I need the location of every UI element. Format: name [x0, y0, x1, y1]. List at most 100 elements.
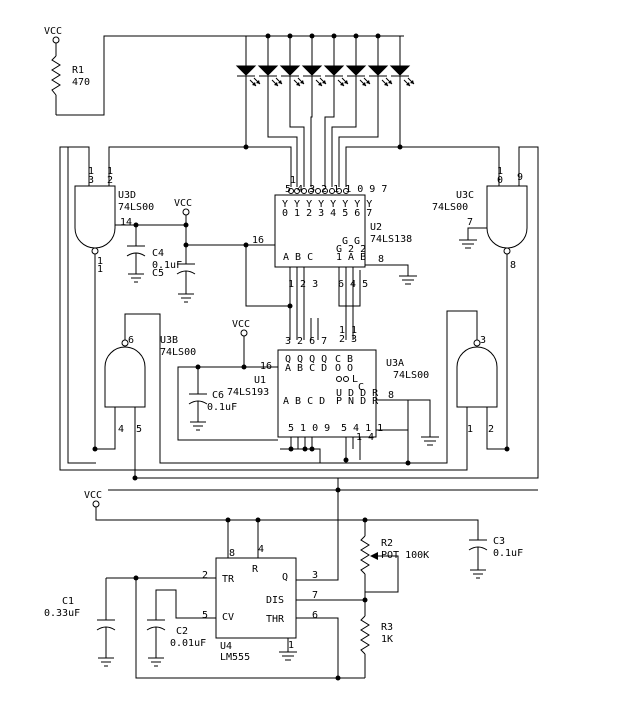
svg-text:1: 1 — [288, 640, 294, 651]
svg-text:2: 2 — [107, 175, 113, 186]
svg-text:7: 7 — [467, 217, 473, 228]
pin-bubble — [336, 376, 342, 382]
svg-text:R2: R2 — [381, 538, 393, 549]
u2-ref: U2 — [370, 222, 382, 233]
led — [279, 36, 305, 87]
svg-text:5 4 1 1: 5 4 1 1 — [341, 423, 383, 434]
u3c-part: 74LS00 — [432, 202, 468, 213]
svg-text:3: 3 — [88, 175, 94, 186]
svg-text:8: 8 — [378, 254, 384, 265]
u4-ref: U4 — [220, 641, 232, 652]
svg-text:8: 8 — [229, 548, 235, 559]
svg-text:1 A B: 1 A B — [336, 252, 366, 263]
svg-text:P N D R: P N D R — [336, 396, 379, 407]
svg-text:U D D R: U D D R — [336, 388, 379, 399]
nand-gate-u3c: 1 0 9 U3C 74LS00 7 8 — [432, 166, 528, 271]
pin-bubble — [308, 188, 314, 194]
svg-text:C5: C5 — [152, 268, 164, 279]
u3d-part: 74LS00 — [118, 202, 154, 213]
led-to-u2-wires — [243, 78, 403, 187]
pin-bubble — [343, 188, 349, 194]
led — [367, 36, 393, 87]
svg-text:2: 2 — [202, 570, 208, 581]
svg-text:O O: O O — [335, 363, 353, 374]
junction-dot — [331, 33, 337, 39]
svg-text:5: 5 — [136, 424, 142, 435]
svg-text:6: 6 — [312, 610, 318, 621]
svg-text:1: 1 — [497, 166, 503, 177]
svg-text:1 1: 1 1 — [339, 325, 357, 336]
led-array — [235, 33, 415, 87]
svg-text:POT 100K: POT 100K — [381, 550, 429, 561]
svg-text:TR: TR — [222, 574, 235, 585]
svg-text:2: 2 — [488, 424, 494, 435]
junction-dot — [287, 33, 293, 39]
resistor-r1: R1 470 — [51, 55, 90, 115]
pin-bubble — [322, 188, 328, 194]
svg-text:5 4 3 2 1 1 0 9 7: 5 4 3 2 1 1 0 9 7 — [285, 184, 387, 195]
u2-outputs: Y Y Y Y Y Y Y Y — [282, 199, 372, 210]
pin-bubble — [315, 188, 321, 194]
vcc-top-left: VCC — [44, 26, 62, 56]
nand-gate-u3d: 1 3 1 2 U3D 74LS00 14 1 1 — [74, 166, 154, 275]
u1-ref: U1 — [254, 375, 266, 386]
svg-text:3: 3 — [480, 335, 486, 346]
svg-text:VCC: VCC — [232, 319, 250, 330]
junction-dot — [375, 33, 381, 39]
u3d-ref: U3D — [118, 190, 136, 201]
svg-text:VCC: VCC — [174, 198, 192, 209]
svg-text:A B C D: A B C D — [283, 396, 325, 407]
u3c-ref: U3C — [456, 190, 474, 201]
vcc-terminal — [52, 36, 60, 44]
u4-part: LM555 — [220, 652, 250, 663]
u2-part: 74LS138 — [370, 234, 412, 245]
svg-text:0.1uF: 0.1uF — [152, 260, 182, 271]
ic-u2-74ls138: 1 5 4 3 2 1 1 0 9 7 Y Y Y Y Y Y Y Y 0 1 … — [252, 175, 412, 290]
svg-text:5 1 0 9: 5 1 0 9 — [288, 423, 330, 434]
pin-bubble — [343, 376, 349, 382]
led — [345, 36, 371, 87]
junction-dot — [353, 33, 359, 39]
svg-text:1: 1 — [467, 424, 473, 435]
svg-text:3 2 6 7: 3 2 6 7 — [285, 336, 327, 347]
svg-text:C B: C B — [335, 354, 353, 365]
r1-value: 470 — [72, 77, 90, 88]
svg-text:Q: Q — [282, 572, 288, 583]
svg-text:1: 1 — [290, 175, 296, 186]
svg-text:4: 4 — [118, 424, 124, 435]
svg-text:4: 4 — [258, 544, 264, 555]
resistor-r3: R3 1K — [360, 600, 393, 678]
potentiometer-r2: R2 POT 100K — [360, 520, 429, 600]
svg-text:DIS: DIS — [266, 595, 284, 606]
capacitor-c1: C1 0.33uF — [44, 578, 116, 667]
svg-text:VCC: VCC — [84, 490, 102, 501]
led — [257, 36, 283, 87]
led — [323, 36, 349, 87]
vcc-u3d: VCC — [174, 198, 192, 245]
u1-part: 74LS193 — [227, 387, 269, 398]
capacitor-c4: C4 0.1uF — [126, 225, 182, 283]
svg-text:1: 1 — [97, 264, 103, 275]
svg-text:8: 8 — [388, 390, 394, 401]
svg-text:CV: CV — [222, 612, 234, 623]
led — [235, 36, 261, 87]
svg-text:2 3: 2 3 — [339, 334, 357, 345]
junction-dot — [265, 33, 271, 39]
u3b-part: 74LS00 — [160, 347, 196, 358]
svg-text:THR: THR — [266, 614, 285, 625]
svg-text:0.1uF: 0.1uF — [207, 402, 237, 413]
svg-text:C4: C4 — [152, 248, 164, 259]
led — [389, 36, 415, 87]
u3d-pin-a: 1 — [88, 166, 94, 177]
pin-bubble — [329, 188, 335, 194]
svg-text:1K: 1K — [381, 634, 393, 645]
u3b-ref: U3B — [160, 335, 178, 346]
svg-text:G 2 2: G 2 2 — [336, 244, 366, 255]
pin-bubble — [336, 188, 342, 194]
svg-text:6: 6 — [128, 335, 134, 346]
svg-text:0.1uF: 0.1uF — [493, 548, 523, 559]
vcc-555: VCC — [84, 490, 479, 540]
capacitor-c2: C2 0.01uF — [146, 619, 206, 667]
svg-text:G G: G G — [342, 236, 360, 247]
